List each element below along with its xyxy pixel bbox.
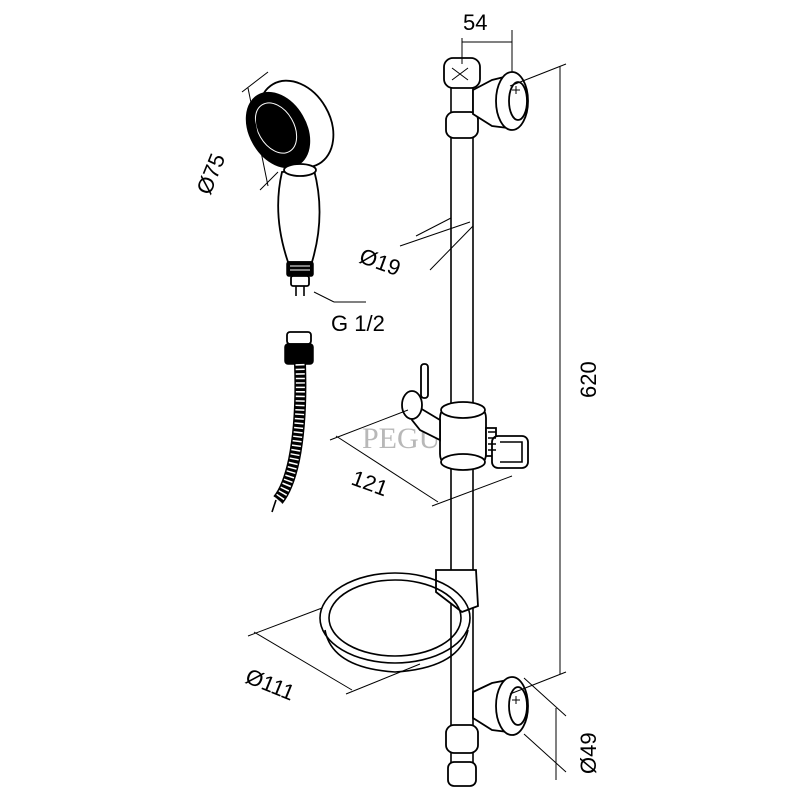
dimension-19-label: Ø19 — [356, 243, 404, 281]
dimension-620-label: 620 — [576, 361, 601, 398]
dimension-g12-label: G 1/2 — [331, 311, 385, 336]
dimension-111-label: Ø111 — [242, 663, 298, 705]
slider-assembly — [401, 363, 529, 471]
hand-shower — [245, 79, 335, 296]
dimension-49: Ø49 — [523, 677, 601, 780]
dimension-54: 54 — [461, 10, 513, 72]
dimension-49-label: Ø49 — [576, 732, 601, 774]
dimension-g12: G 1/2 — [313, 291, 385, 336]
dimension-19: Ø19 — [356, 217, 474, 281]
dimension-54-label: 54 — [463, 10, 487, 35]
dimension-121-label: 121 — [348, 465, 391, 501]
dimension-75-label: Ø75 — [191, 150, 230, 198]
shower-hose — [271, 331, 314, 513]
dimension-620: 620 — [509, 63, 601, 695]
soap-dish — [319, 569, 479, 673]
top-wall-bracket — [472, 71, 529, 131]
bottom-wall-bracket — [472, 676, 529, 736]
